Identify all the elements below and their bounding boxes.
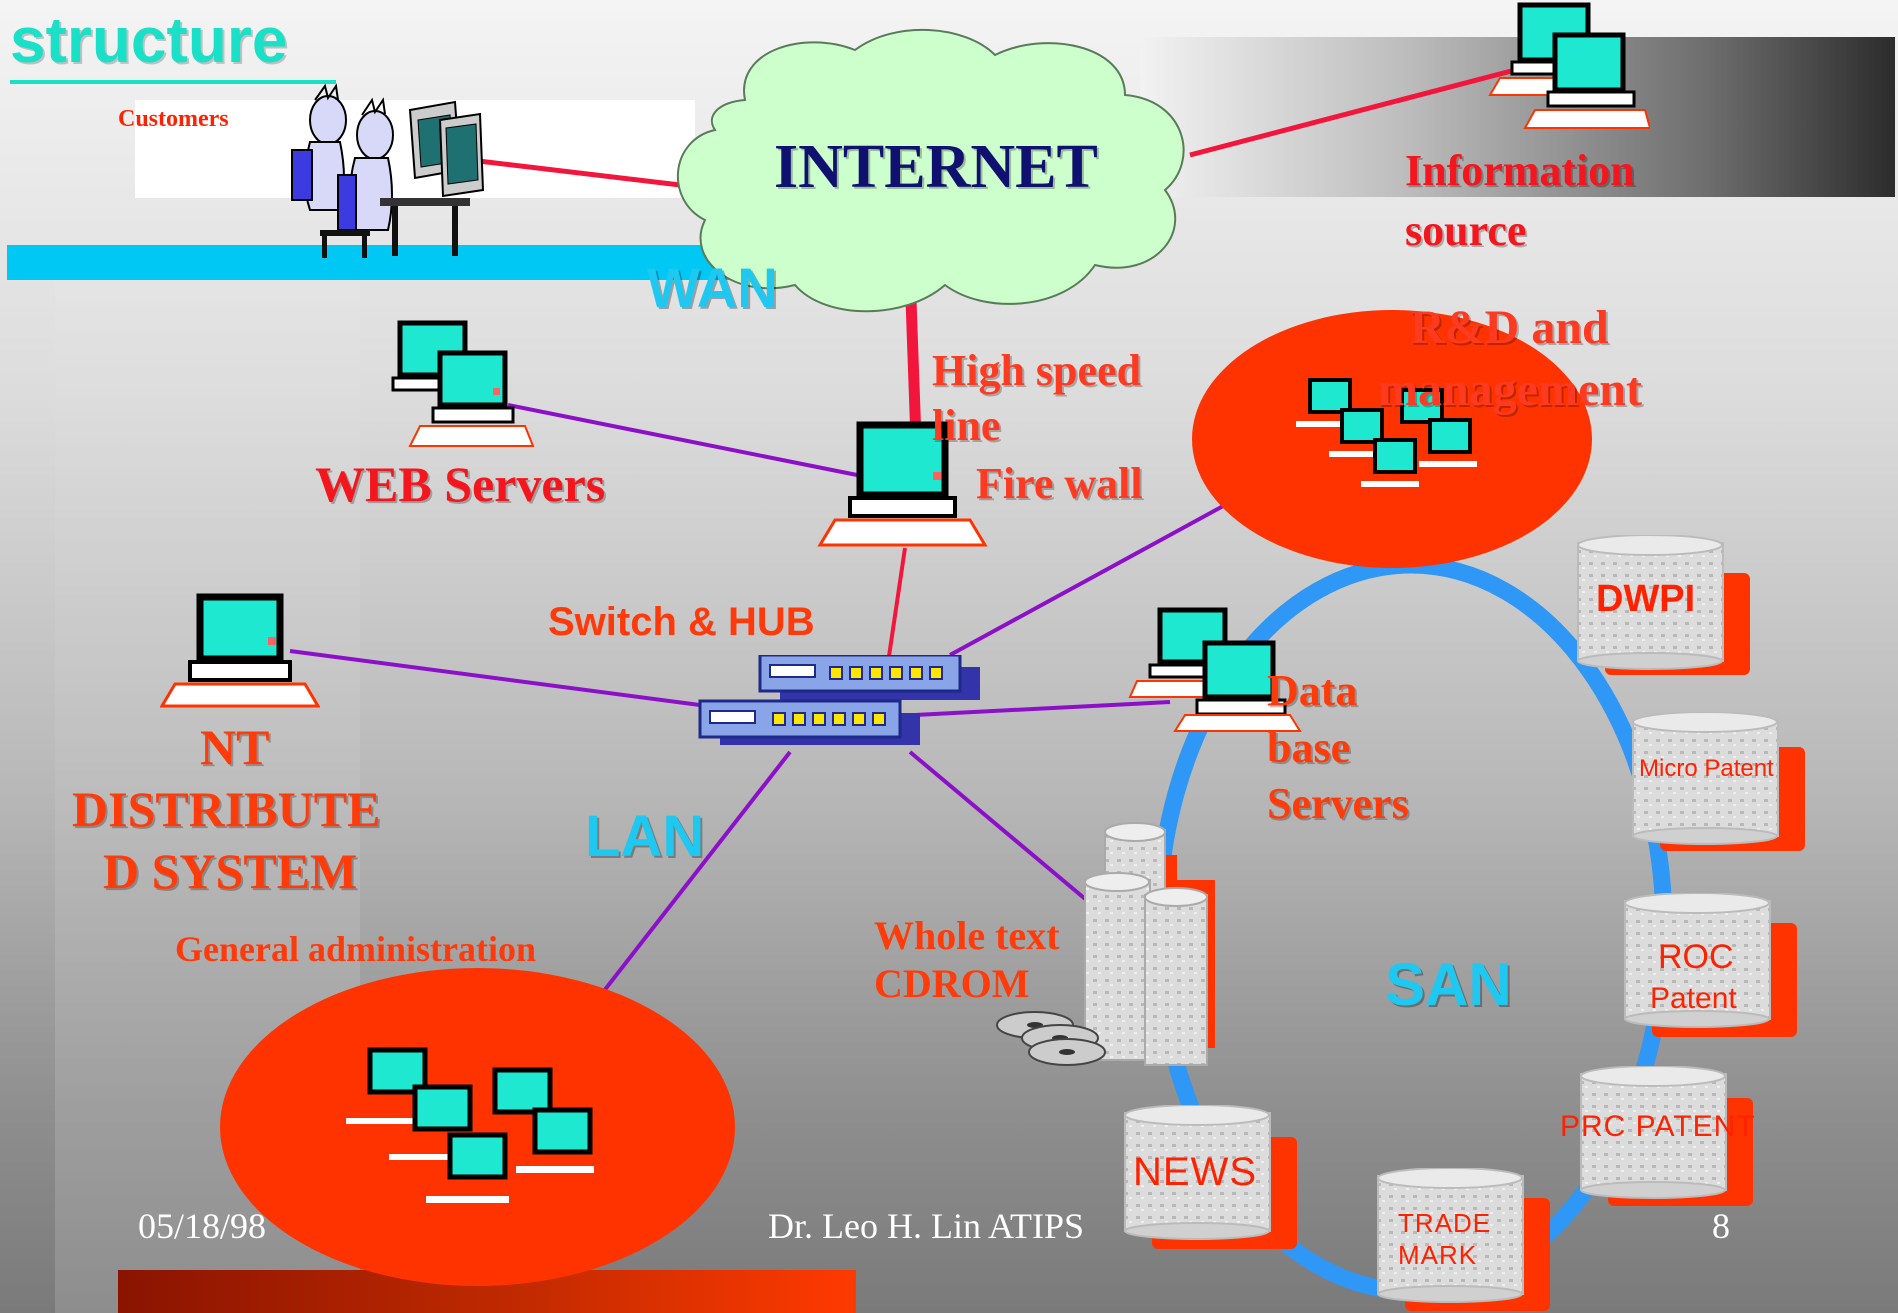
switch-rd-link — [949, 503, 1226, 657]
roc-patent-database-label-line1: ROC — [1658, 938, 1734, 976]
rd-management-label-line2: management — [1378, 363, 1642, 416]
footer-author: Dr. Leo H. Lin ATIPS — [768, 1206, 1085, 1246]
nt-system-label-line2: DISTRIBUTE — [72, 781, 381, 837]
wan-label: WAN — [647, 256, 778, 319]
lan-label: LAN — [585, 804, 705, 869]
nt-system-label-line1: NT — [200, 719, 270, 775]
trade-mark-database-label-line1: TRADE — [1398, 1208, 1492, 1238]
general-administration-ellipse — [220, 968, 735, 1286]
switch-admin-link — [598, 750, 792, 998]
database-servers-label-line1: Data — [1267, 666, 1358, 715]
web-servers-label: WEB Servers — [315, 456, 606, 512]
nt-distributed-computer-icon — [160, 593, 320, 708]
rd-management-label-line1: R&D and — [1410, 301, 1609, 354]
web-servers-icon — [391, 320, 535, 447]
nt-system-label-line3: D SYSTEM — [103, 843, 358, 899]
title-underline — [10, 80, 336, 84]
internet-label: INTERNET — [774, 133, 1098, 201]
micro-patent-database-icon — [1632, 712, 1805, 851]
slide-title: structure — [10, 4, 288, 76]
internet-infosource-link — [1189, 67, 1516, 158]
nt-switch-link — [289, 649, 716, 709]
database-servers-label-line3: Servers — [1267, 779, 1409, 828]
general-administration-computers-icon — [344, 1047, 596, 1205]
footer-date: 05/18/98 — [138, 1206, 267, 1246]
footer-page-number: 8 — [1712, 1206, 1730, 1246]
roc-patent-database-label-line2: Patent — [1650, 982, 1737, 1015]
firewall-switch-link — [886, 547, 907, 664]
rd-computers-icon — [1294, 378, 1479, 489]
cdrom-storage-icon — [996, 822, 1215, 1066]
information-source-label-line1: Information — [1405, 146, 1635, 195]
trade-mark-database-label-line2: MARK — [1398, 1240, 1478, 1270]
prc-patent-database-label: PRC PATENT — [1560, 1110, 1756, 1143]
database-servers-label-line2: base — [1267, 723, 1351, 772]
web-firewall-link — [507, 403, 863, 478]
switch-cdrom-link — [908, 750, 1092, 905]
firewall-computer-icon — [817, 421, 988, 547]
news-database-label: NEWS — [1133, 1150, 1257, 1194]
high-speed-line — [905, 299, 922, 441]
prc-patent-database-icon — [1580, 1066, 1753, 1206]
high-speed-line-label-line1: High speed — [932, 346, 1142, 395]
customers-label: Customers — [118, 106, 229, 132]
database-servers-icon — [1128, 607, 1302, 732]
switch-dbserver-link — [914, 700, 1171, 717]
whole-text-cdrom-label-line1: Whole text — [874, 913, 1060, 958]
news-database-icon — [1124, 1105, 1297, 1249]
whole-text-cdrom-label-line2: CDROM — [874, 961, 1030, 1006]
micro-patent-database-label: Micro Patent — [1639, 755, 1774, 782]
information-source-label-line2: source — [1405, 206, 1527, 255]
customers-internet-link — [469, 157, 681, 188]
switch-hub-icon — [698, 655, 980, 745]
internet-cloud — [676, 28, 1185, 313]
customers-users-icon — [291, 83, 485, 258]
information-source-computers-icon — [1488, 2, 1650, 129]
san-label: SAN — [1385, 951, 1512, 1018]
high-speed-line-label-line2: line — [932, 401, 1001, 450]
fire-wall-label: Fire wall — [976, 459, 1143, 508]
trade-mark-database-icon — [1377, 1168, 1550, 1311]
dwpi-database-label: DWPI — [1596, 578, 1696, 620]
dwpi-database-icon — [1577, 535, 1750, 675]
general-administration-label: General administration — [175, 929, 536, 969]
switch-hub-label: Switch & HUB — [548, 600, 815, 644]
roc-patent-database-icon — [1624, 893, 1797, 1037]
